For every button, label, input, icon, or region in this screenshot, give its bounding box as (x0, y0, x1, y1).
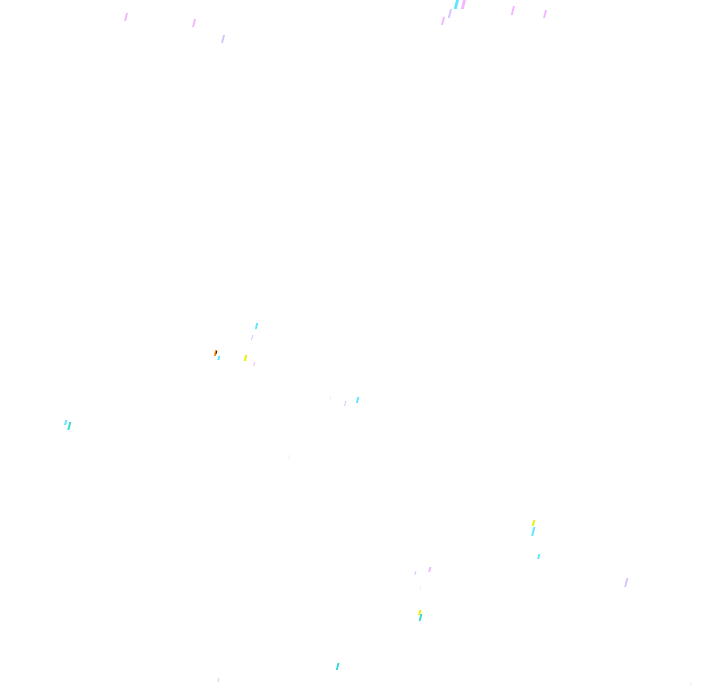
noise-speck (251, 335, 254, 340)
noise-speck (217, 356, 221, 360)
noise-speck (217, 678, 220, 682)
noise-speck (215, 351, 218, 354)
noise-speck (447, 9, 453, 18)
noise-speck (531, 527, 536, 536)
noise-speck (192, 19, 197, 27)
noise-speck (355, 397, 360, 403)
noise-speck (344, 401, 347, 406)
noise-speck (419, 586, 422, 590)
noise-speck (428, 567, 432, 572)
noise-speck (689, 683, 692, 686)
noise-speck (543, 10, 548, 18)
noise-speck (329, 396, 332, 399)
noise-speck (414, 571, 417, 575)
noise-speck (253, 362, 256, 366)
noise-speck (441, 17, 446, 25)
noise-speck (221, 35, 226, 43)
noise-speck (254, 323, 259, 329)
noise-speck (624, 578, 629, 587)
noise-speck (453, 0, 459, 9)
noise-speck (418, 610, 422, 615)
noise-speck (64, 420, 68, 425)
noise-speck (243, 355, 248, 361)
noise-speck (418, 614, 423, 621)
noise-speck (460, 0, 466, 9)
noise-speck (510, 6, 516, 15)
noise-speck (531, 520, 536, 526)
noise-speck (335, 663, 340, 670)
noise-speck (288, 455, 291, 459)
noise-speck (124, 13, 129, 21)
noise-speck (537, 554, 541, 559)
noise-speck (67, 422, 72, 430)
